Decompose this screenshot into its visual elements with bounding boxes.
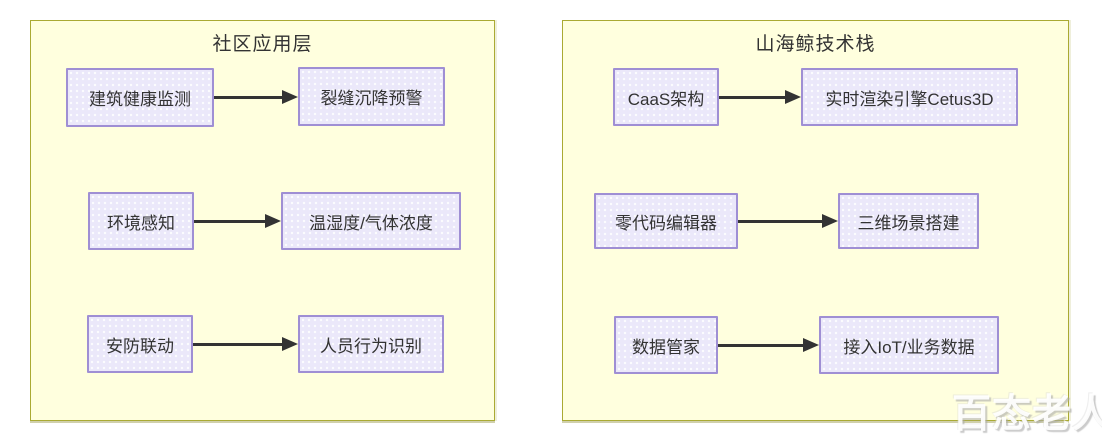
- arrow-line: [193, 342, 282, 346]
- arrow-connector: [718, 337, 819, 353]
- node-building-health-monitoring: 建筑健康监测: [66, 68, 214, 127]
- arrow-head: [265, 214, 281, 228]
- watermark: 百态老人: [952, 393, 1102, 436]
- node-caas-architecture: CaaS架构: [613, 68, 719, 126]
- panel-shanhaijing-tech-stack: 山海鲸技术栈 CaaS架构 实时渲染引擎Cetus3D 零代码编辑器 三维场景搭…: [562, 20, 1069, 421]
- node-data-steward: 数据管家: [614, 316, 718, 374]
- node-realtime-render-engine-cetus3d: 实时渲染引擎Cetus3D: [801, 68, 1018, 126]
- arrow-line: [718, 343, 803, 347]
- arrow-connector: [214, 89, 298, 105]
- node-iot-business-data-access: 接入IoT/业务数据: [819, 316, 999, 374]
- arrow-connector: [719, 89, 801, 105]
- arrow-connector: [193, 336, 298, 352]
- arrow-line: [214, 95, 282, 99]
- node-personnel-behavior-recognition: 人员行为识别: [298, 315, 444, 373]
- panel-title-community: 社区应用层: [212, 34, 313, 55]
- node-environment-sensing: 环境感知: [88, 192, 194, 250]
- arrow-connector: [738, 213, 838, 229]
- node-crack-settlement-warning: 裂缝沉降预警: [298, 67, 445, 126]
- node-temp-humidity-gas-concentration: 温湿度/气体浓度: [281, 192, 461, 250]
- arrow-head: [282, 90, 298, 104]
- arrow-head: [803, 338, 819, 352]
- arrow-head: [822, 214, 838, 228]
- arrow-line: [194, 219, 265, 223]
- node-zero-code-editor: 零代码编辑器: [594, 193, 738, 249]
- arrow-line: [738, 219, 822, 223]
- node-security-linkage: 安防联动: [87, 315, 193, 373]
- arrow-line: [719, 95, 785, 99]
- panel-title-tech-stack: 山海鲸技术栈: [755, 34, 876, 55]
- arrow-head: [282, 337, 298, 351]
- panel-community-application-layer: 社区应用层 建筑健康监测 裂缝沉降预警 环境感知 温湿度/气体浓度 安防联动 人…: [30, 20, 495, 421]
- arrow-connector: [194, 213, 281, 229]
- node-3d-scene-building: 三维场景搭建: [838, 193, 979, 249]
- arrow-head: [785, 90, 801, 104]
